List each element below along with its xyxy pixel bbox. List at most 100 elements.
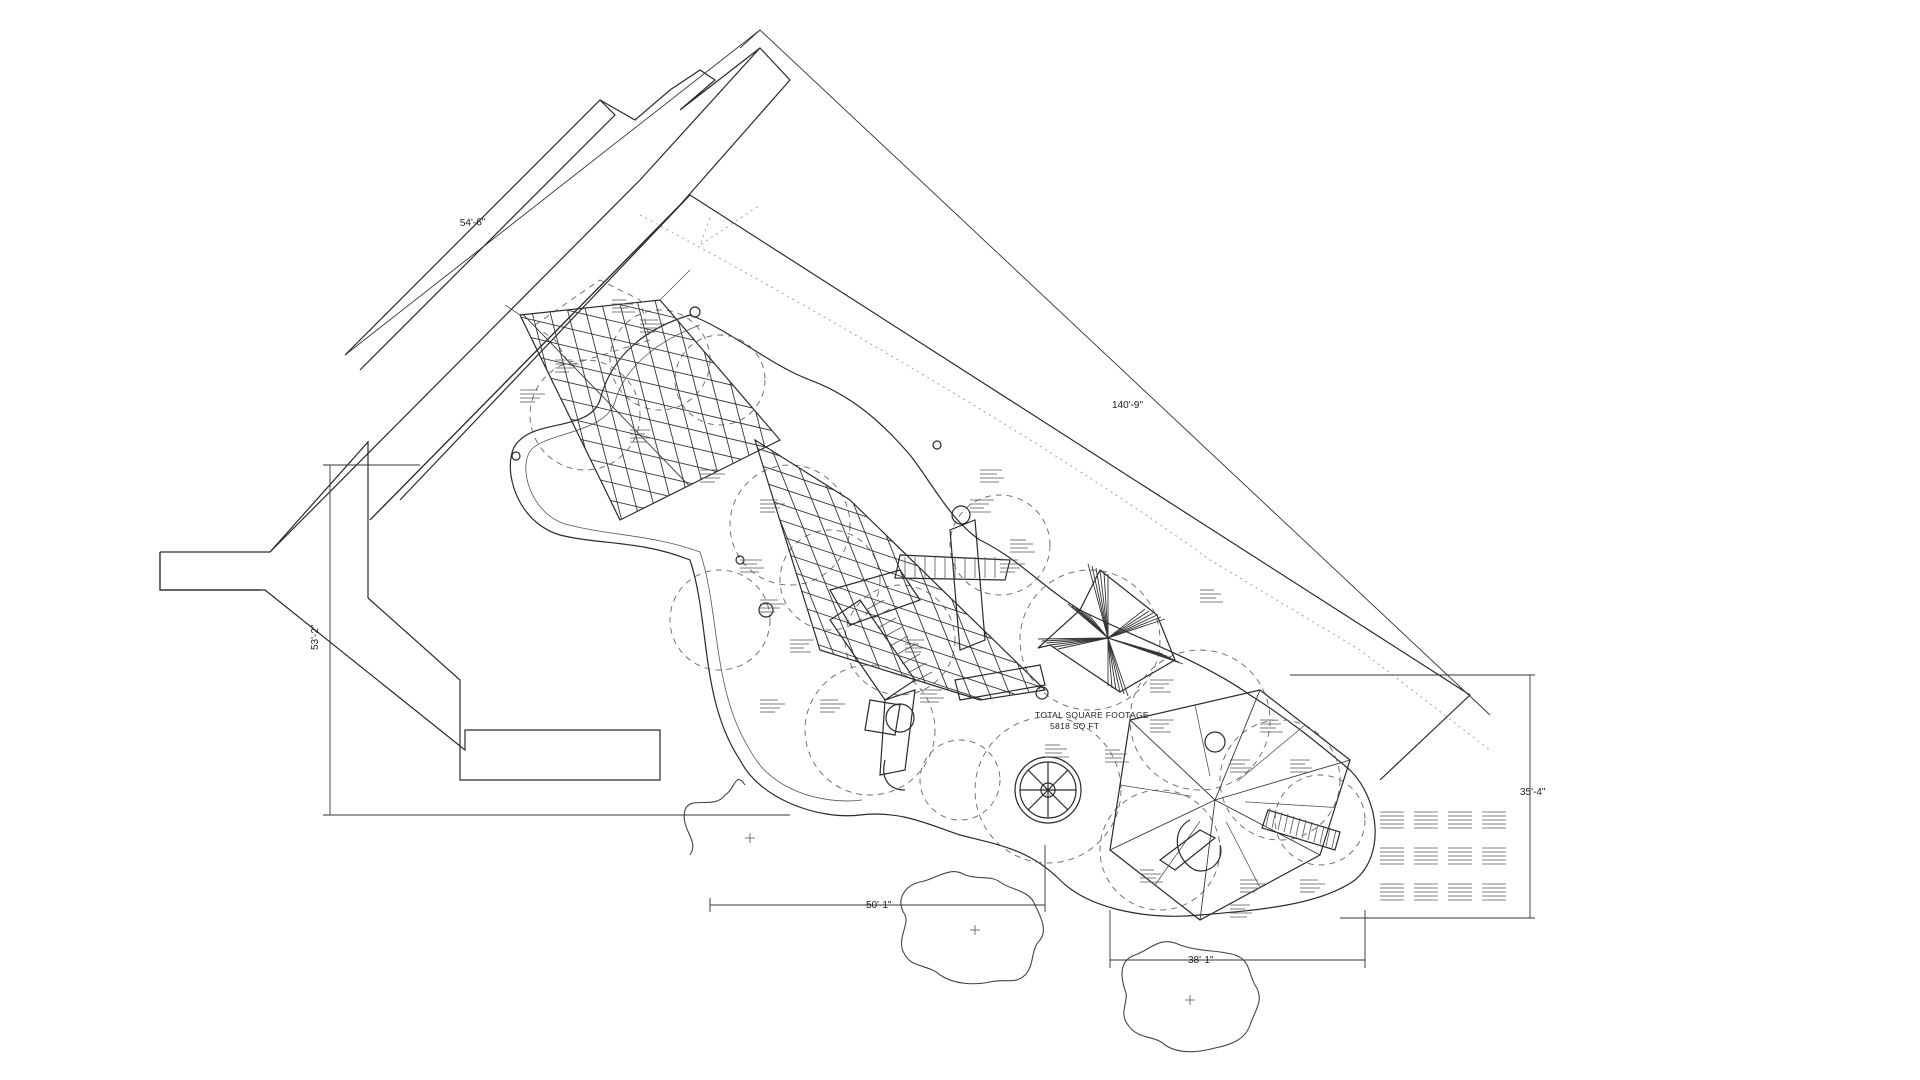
- log-slat: [1265, 807, 1271, 827]
- shade-strand: [1107, 637, 1125, 695]
- dimension-right-width: 38'-1": [1188, 955, 1214, 966]
- net-strand: [755, 595, 1045, 700]
- net-strand: [520, 420, 640, 720]
- shade-strand: [1099, 569, 1109, 639]
- net-strand: [560, 420, 680, 720]
- log-slat: [1271, 809, 1277, 829]
- net-strand: [440, 586, 820, 676]
- net-strand: [720, 292, 1080, 412]
- net-strand: [1100, 420, 1220, 720]
- hex-cable: [1244, 801, 1336, 808]
- dimension-top-left: 54'-6": [460, 217, 486, 229]
- spinner: [1014, 756, 1082, 824]
- shade-strand: [1107, 610, 1150, 639]
- hex-cable: [1199, 799, 1216, 921]
- net-strand: [999, 440, 1045, 700]
- log-slat: [1283, 813, 1289, 833]
- net-strand: [520, 300, 780, 353]
- log-slat: [1313, 823, 1319, 843]
- net-strand: [372, 250, 452, 560]
- net-strand: [520, 423, 780, 515]
- net-strand: [1060, 420, 1180, 720]
- net-strand: [799, 440, 921, 700]
- net-strand: [1160, 420, 1280, 720]
- ladder-rung: [895, 644, 915, 656]
- shade-strand: [1107, 637, 1113, 689]
- net-strand: [641, 300, 723, 520]
- net-strand: [440, 208, 820, 298]
- net-strand: [520, 351, 780, 443]
- log-slat: [1319, 825, 1325, 845]
- hex-cable: [1237, 724, 1306, 782]
- net-strand: [677, 300, 759, 520]
- net-strand: [755, 440, 801, 700]
- ladder-rung: [877, 617, 897, 629]
- net-strand: [959, 440, 1045, 700]
- shade-strand: [1107, 618, 1166, 639]
- net-strand: [755, 440, 1045, 477]
- net-strand: [755, 440, 1045, 493]
- net-strand: [390, 250, 470, 560]
- shade-strand: [1057, 637, 1109, 650]
- log-slat: [1307, 821, 1313, 841]
- dimension-bottom-width: 50'-1": [866, 900, 892, 911]
- hex-cable: [1119, 784, 1192, 797]
- shade-strand: [1107, 637, 1121, 693]
- net-strand: [1080, 420, 1200, 720]
- shade-strand: [1107, 608, 1146, 639]
- net-strand: [713, 300, 780, 520]
- shade-star: [1037, 563, 1184, 697]
- net-strand: [533, 300, 615, 520]
- shade-strand: [1087, 613, 1109, 639]
- shade-strand: [1053, 637, 1109, 648]
- net-strand: [822, 250, 902, 560]
- log-slat: [1325, 827, 1331, 847]
- net-strand: [786, 250, 866, 560]
- net-strand: [440, 640, 820, 730]
- net-strand: [520, 459, 780, 520]
- shade-strand: [1107, 614, 1158, 639]
- net-strand: [755, 440, 1045, 541]
- log-slat: [1301, 819, 1307, 839]
- net-strand: [979, 440, 1045, 700]
- net-strand: [720, 708, 1080, 828]
- net-strand: [440, 622, 820, 712]
- net-strand: [755, 515, 1045, 637]
- hex-cable: [1129, 719, 1216, 801]
- net-strand: [1140, 420, 1260, 720]
- net-strand: [520, 513, 780, 520]
- net-strand: [720, 276, 1080, 396]
- dimension-left-height: 53'-2": [310, 624, 321, 650]
- net-strand: [1120, 420, 1240, 720]
- log-slat: [1331, 829, 1337, 849]
- ladder-rung: [907, 662, 927, 674]
- net-strand: [759, 440, 881, 700]
- net-strand: [520, 495, 780, 520]
- net-strand: [520, 300, 543, 520]
- net-strand: [426, 250, 506, 560]
- net-strand: [720, 804, 1080, 924]
- net-strand: [520, 300, 780, 371]
- net-strand: [520, 300, 579, 520]
- net-strand: [520, 300, 561, 520]
- dimension-right-height: 35'-4": [1520, 787, 1546, 798]
- net-strand: [1019, 440, 1045, 700]
- net-strand: [1180, 420, 1300, 720]
- net-strand: [720, 740, 1080, 860]
- net-strand: [695, 300, 777, 520]
- net-strand: [620, 420, 740, 720]
- net-strand: [520, 300, 780, 317]
- net-strand: [540, 420, 660, 720]
- ladder-rung: [889, 635, 909, 647]
- hex-cable: [1225, 821, 1261, 888]
- shade-strand: [1107, 616, 1162, 639]
- net-strand: [731, 300, 780, 520]
- net-strand: [354, 250, 434, 560]
- net-strand: [755, 440, 1045, 525]
- total-area-value: 5818 SQ FT: [1050, 721, 1099, 731]
- site-boundary: [159, 47, 1491, 781]
- ladder-rung: [865, 599, 885, 611]
- net-strand: [755, 691, 1045, 700]
- net-strand: [755, 531, 1045, 653]
